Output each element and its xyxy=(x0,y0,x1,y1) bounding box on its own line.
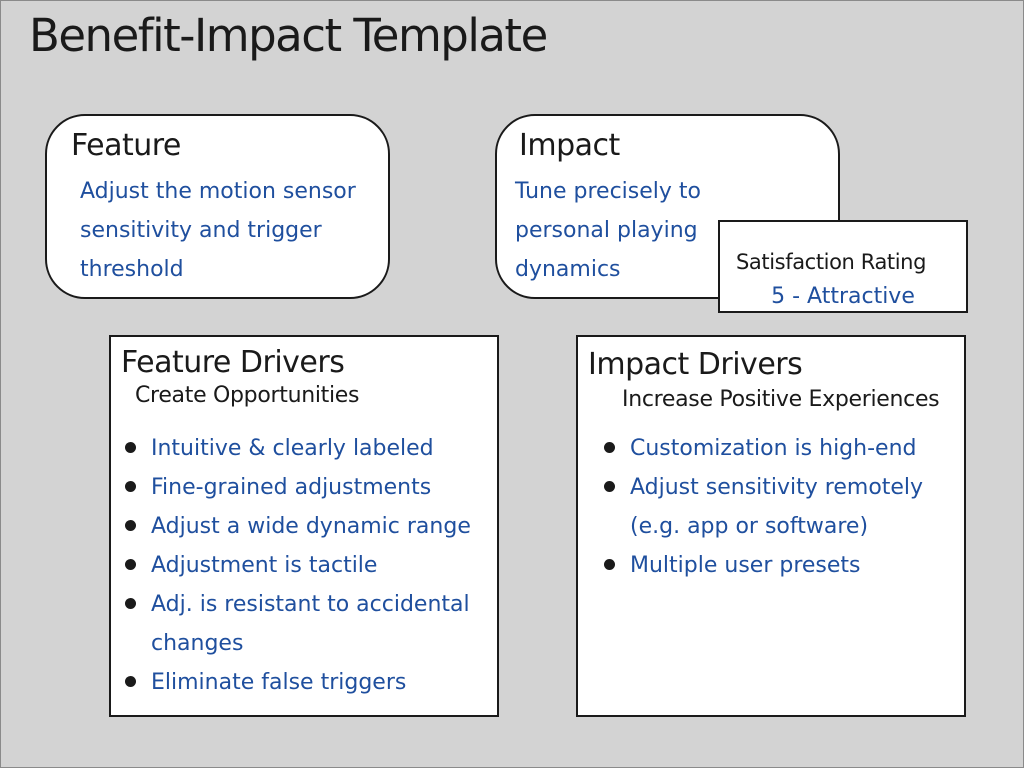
satisfaction-label: Satisfaction Rating xyxy=(736,250,927,274)
feature-drivers-box: Feature Drivers Create Opportunities Int… xyxy=(109,335,499,717)
impact-box: Impact Tune precisely to personal playin… xyxy=(495,114,840,299)
impact-drivers-list: Customization is high-end Adjust sensiti… xyxy=(600,429,960,585)
impact-drivers-heading: Impact Drivers xyxy=(588,347,803,382)
impact-drivers-subheading: Increase Positive Experiences xyxy=(622,387,940,412)
feature-drivers-list: Intuitive & clearly labeled Fine-grained… xyxy=(121,429,501,702)
list-item: Eliminate false triggers xyxy=(121,663,501,702)
feature-heading: Feature xyxy=(71,128,181,163)
list-item: Adjust sensitivity remotely (e.g. app or… xyxy=(600,468,960,546)
impact-heading: Impact xyxy=(519,128,620,163)
satisfaction-value: 5 - Attractive xyxy=(771,284,915,309)
list-item: Adjustment is tactile xyxy=(121,546,501,585)
list-item: Adjust a wide dynamic range xyxy=(121,507,501,546)
list-item: Multiple user presets xyxy=(600,546,960,585)
feature-text: Adjust the motion sensor sensitivity and… xyxy=(80,179,356,282)
page-title: Benefit-Impact Template xyxy=(29,9,548,62)
satisfaction-rating-box: Satisfaction Rating 5 - Attractive xyxy=(718,220,968,313)
list-item: Fine-grained adjustments xyxy=(121,468,501,507)
list-item: Customization is high-end xyxy=(600,429,960,468)
list-item: Intuitive & clearly labeled xyxy=(121,429,501,468)
list-item: Adj. is resistant to accidental changes xyxy=(121,585,501,663)
feature-drivers-heading: Feature Drivers xyxy=(121,345,345,380)
impact-drivers-box: Impact Drivers Increase Positive Experie… xyxy=(576,335,966,717)
impact-text: Tune precisely to personal playing dynam… xyxy=(515,179,701,282)
feature-box: Feature Adjust the motion sensor sensiti… xyxy=(45,114,390,299)
feature-drivers-subheading: Create Opportunities xyxy=(135,383,360,408)
